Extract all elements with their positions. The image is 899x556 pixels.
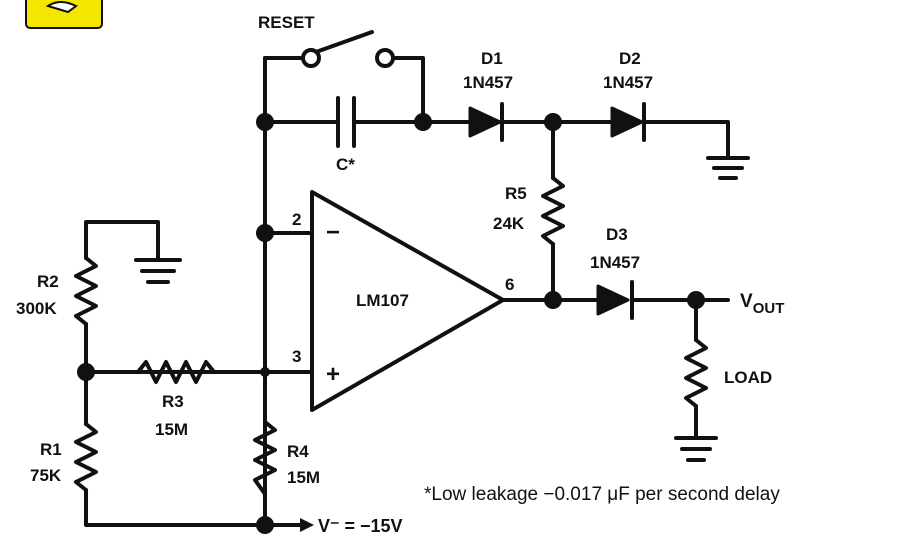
r2-top-wire [84,220,160,262]
junction [256,224,274,242]
d3-name: D3 [606,225,628,244]
r5-name: R5 [505,184,527,203]
junction [256,516,274,534]
pin-3-label: 3 [292,347,301,366]
opamp-name: LM107 [356,291,409,310]
r1-name: R1 [40,440,62,459]
r2-value: 300K [16,299,57,318]
ground-icon [674,436,718,462]
r4-name: R4 [287,442,309,461]
resistor-r5 [541,176,565,246]
d2-ground-wire [642,120,730,160]
junction [687,291,705,309]
vout-label: VOUT [740,291,784,317]
resistor-load [684,338,708,408]
resistor-r4 [253,420,277,496]
diode-d3 [596,280,634,320]
supply-label: V⁻ = −15V [318,516,403,536]
resistor-r1 [74,422,98,492]
r3-name: R3 [162,392,184,411]
opamp-minus-sign: − [326,219,340,246]
junction [260,367,270,377]
opamp-lm107 [310,190,505,412]
footnote: *Low leakage −0.017 μF per second delay [424,484,780,505]
reset-switch-contact-left [301,48,321,68]
d3-part: 1N457 [590,253,640,272]
r5-value: 24K [493,214,525,233]
diode-d1 [468,102,504,142]
reset-switch-contact-right [375,48,395,68]
capacitor-label: C* [336,155,355,174]
load-label: LOAD [724,368,772,387]
d1-name: D1 [481,49,503,68]
reset-switch-right-wire [388,56,425,124]
pin-6-label: 6 [505,275,514,294]
r1-value: 75K [30,466,62,485]
r3-value: 15M [155,420,188,439]
junction [77,363,95,381]
supply-arrow-icon [300,518,314,532]
junction [544,113,562,131]
r2-name: R2 [37,272,59,291]
pin-2-label: 2 [292,210,301,229]
r1-bottom-wire [84,488,302,527]
ground-icon [134,258,182,284]
reset-label: RESET [258,13,315,32]
reset-switch-blade [314,30,374,54]
diode-d2 [610,102,646,142]
resistor-r2 [74,256,98,326]
ground-icon [706,156,750,180]
d2-part: 1N457 [603,73,653,92]
junction [256,113,274,131]
r4-value: 15M [287,468,320,487]
resistor-r3 [136,360,216,384]
d2-name: D2 [619,49,641,68]
junction [414,113,432,131]
opamp-plus-sign: + [326,361,340,388]
comment-icon[interactable] [25,0,103,29]
junction [544,291,562,309]
d1-part: 1N457 [463,73,513,92]
